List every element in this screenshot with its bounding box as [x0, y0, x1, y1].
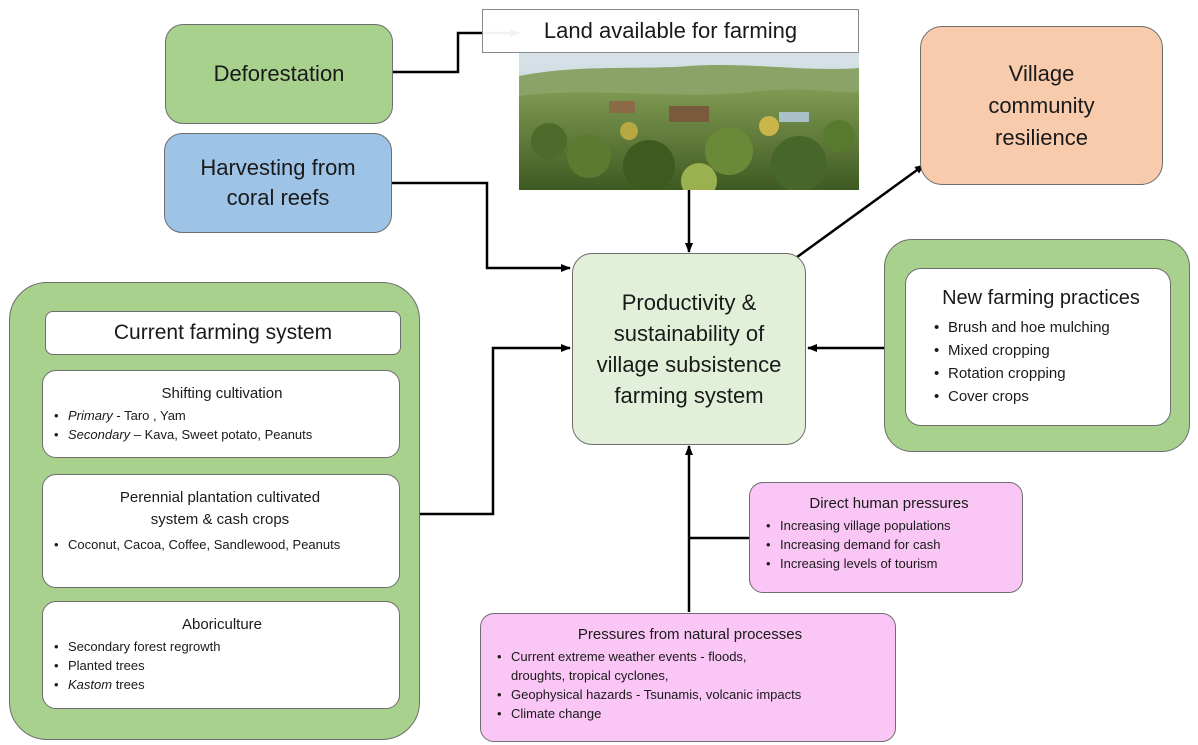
- natural-pressures-title: Pressures from natural processes: [577, 626, 803, 643]
- list-item: Increasing village populations: [766, 516, 1012, 535]
- shifting-list: Primary - Taro , Yam Secondary – Kava, S…: [53, 406, 391, 444]
- list-item: Current extreme weather events - floods,…: [497, 647, 883, 685]
- new-practices-outer: New farming practices Brush and hoe mulc…: [884, 239, 1190, 452]
- list-item: Secondary – Kava, Sweet potato, Peanuts: [54, 425, 391, 444]
- aboriculture-title: Aboriculture: [181, 616, 263, 633]
- village-resilience-label: Village community resilience: [988, 60, 1095, 150]
- list-item: Rotation cropping: [934, 362, 1156, 385]
- shifting-title: Shifting cultivation: [161, 385, 283, 402]
- list-item: Mixed cropping: [934, 339, 1156, 362]
- land-title-box: Land available for farming: [482, 9, 859, 53]
- aboriculture-list: Secondary forest regrowth Planted trees …: [53, 637, 391, 694]
- deforestation-box: Deforestation: [165, 24, 393, 124]
- perennial-title: Perennial plantation cultivated system &…: [119, 489, 321, 528]
- central-box: Productivity & sustainability of village…: [572, 253, 806, 445]
- list-item: Increasing demand for cash: [766, 535, 1012, 554]
- arrow-harvesting-to-central: [392, 181, 571, 272]
- central-label: Productivity & sustainability of village…: [596, 290, 782, 408]
- new-practices-title: New farming practices: [942, 287, 1140, 309]
- current-system-outer: Current farming system Shifting cultivat…: [9, 282, 420, 740]
- arrow-central-to-resilience: [792, 163, 925, 262]
- new-practices-list: Brush and hoe mulching Mixed cropping Ro…: [926, 316, 1156, 408]
- current-system-title: Current farming system: [113, 321, 333, 344]
- human-pressures-title: Direct human pressures: [809, 495, 969, 512]
- list-item: Planted trees: [54, 656, 391, 675]
- farmland-photo: [519, 46, 859, 190]
- human-pressures-list: Increasing village populations Increasin…: [766, 516, 1012, 573]
- list-item: Brush and hoe mulching: [934, 316, 1156, 339]
- human-pressures-box: Direct human pressures Increasing villag…: [749, 482, 1023, 593]
- deforestation-label: Deforestation: [213, 61, 345, 86]
- list-item: Climate change: [497, 704, 883, 723]
- perennial-box: Perennial plantation cultivated system &…: [42, 474, 400, 588]
- arrow-current-system-to-central: [420, 344, 571, 516]
- shifting-cultivation-box: Shifting cultivation Primary - Taro , Ya…: [42, 370, 400, 458]
- natural-pressures-box: Pressures from natural processes Current…: [480, 613, 896, 742]
- new-practices-box: New farming practices Brush and hoe mulc…: [905, 268, 1171, 426]
- harvesting-box: Harvesting from coral reefs: [164, 133, 392, 233]
- natural-pressures-list: Current extreme weather events - floods,…: [497, 647, 883, 723]
- list-item: Geophysical hazards - Tsunamis, volcanic…: [497, 685, 883, 704]
- aboriculture-box: Aboriculture Secondary forest regrowth P…: [42, 601, 400, 709]
- list-item: Increasing levels of tourism: [766, 554, 1012, 573]
- current-system-title-box: Current farming system: [45, 311, 401, 355]
- land-title: Land available for farming: [543, 18, 798, 43]
- village-resilience-box: Village community resilience: [920, 26, 1163, 185]
- harvesting-label: Harvesting from coral reefs: [200, 155, 356, 210]
- perennial-list: Coconut, Cacoa, Coffee, Sandlewood, Pean…: [53, 535, 387, 554]
- list-item: Cover crops: [934, 385, 1156, 408]
- list-item: Coconut, Cacoa, Coffee, Sandlewood, Pean…: [54, 535, 387, 554]
- list-item: Secondary forest regrowth: [54, 637, 391, 656]
- list-item: Primary - Taro , Yam: [54, 406, 391, 425]
- list-item: Kastom trees: [54, 675, 391, 694]
